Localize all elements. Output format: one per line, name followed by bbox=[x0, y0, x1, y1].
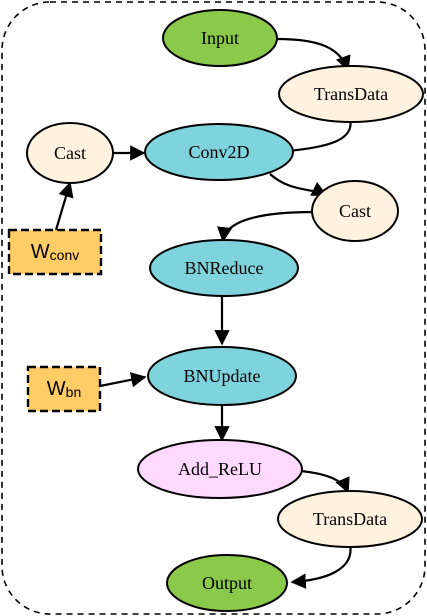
node-transdata-top: TransData bbox=[278, 65, 424, 123]
weight-conv-box bbox=[7, 228, 103, 276]
node-cast-right: Cast bbox=[311, 180, 399, 242]
weight-bn-label: Wbn bbox=[47, 378, 81, 400]
edge-wbn-to-bnupdate bbox=[99, 372, 147, 388]
weight-conv-label: Wconv bbox=[31, 241, 79, 263]
node-cast-right-shape bbox=[311, 180, 399, 242]
node-add-relu: Add_ReLU bbox=[137, 439, 303, 499]
node-bnreduce-label: BNReduce bbox=[185, 258, 264, 278]
weight-conv-main: W bbox=[31, 241, 50, 263]
weight-conv: Wconv bbox=[7, 228, 103, 276]
weight-bn: Wbn bbox=[26, 365, 102, 413]
node-conv2d-shape bbox=[144, 123, 294, 181]
node-bnupdate: BNUpdate bbox=[147, 346, 297, 406]
node-add-relu-label: Add_ReLU bbox=[178, 459, 262, 479]
node-input: Input bbox=[162, 9, 278, 67]
node-input-shape bbox=[162, 9, 278, 67]
node-transdata-bottom-label: TransData bbox=[313, 509, 387, 529]
node-bnreduce-shape bbox=[149, 239, 299, 297]
node-output-shape bbox=[166, 554, 288, 612]
node-add-relu-shape bbox=[137, 439, 303, 499]
node-cast-left: Cast bbox=[26, 122, 114, 184]
edge-input-to-transdata bbox=[276, 37, 351, 72]
node-output-label: Output bbox=[202, 573, 252, 593]
node-output: Output bbox=[166, 554, 288, 612]
node-transdata-top-label: TransData bbox=[314, 84, 388, 104]
node-bnupdate-shape bbox=[147, 346, 297, 406]
edge-conv2d-to-cast bbox=[269, 173, 328, 197]
weight-bn-sub: bn bbox=[66, 384, 82, 400]
weight-bn-box bbox=[26, 365, 102, 413]
edge-cast-to-bnreduce bbox=[216, 210, 315, 243]
node-transdata-bottom: TransData bbox=[277, 490, 423, 548]
weight-bn-main: W bbox=[47, 378, 66, 400]
node-conv2d-label: Conv2D bbox=[188, 142, 249, 162]
node-cast-left-shape bbox=[26, 122, 114, 184]
edge-wconv-to-cast bbox=[54, 181, 74, 231]
node-cast-right-label: Cast bbox=[339, 201, 371, 221]
node-transdata-bottom-shape bbox=[277, 490, 423, 548]
node-cast-left-label: Cast bbox=[54, 143, 86, 163]
node-bnreduce: BNReduce bbox=[149, 239, 299, 297]
node-transdata-top-shape bbox=[278, 65, 424, 123]
edge-transdata-to-output bbox=[290, 543, 352, 589]
weight-conv-sub: conv bbox=[50, 247, 80, 263]
node-input-label: Input bbox=[201, 28, 239, 48]
node-conv2d: Conv2D bbox=[144, 123, 294, 181]
node-bnupdate-label: BNUpdate bbox=[184, 366, 261, 386]
